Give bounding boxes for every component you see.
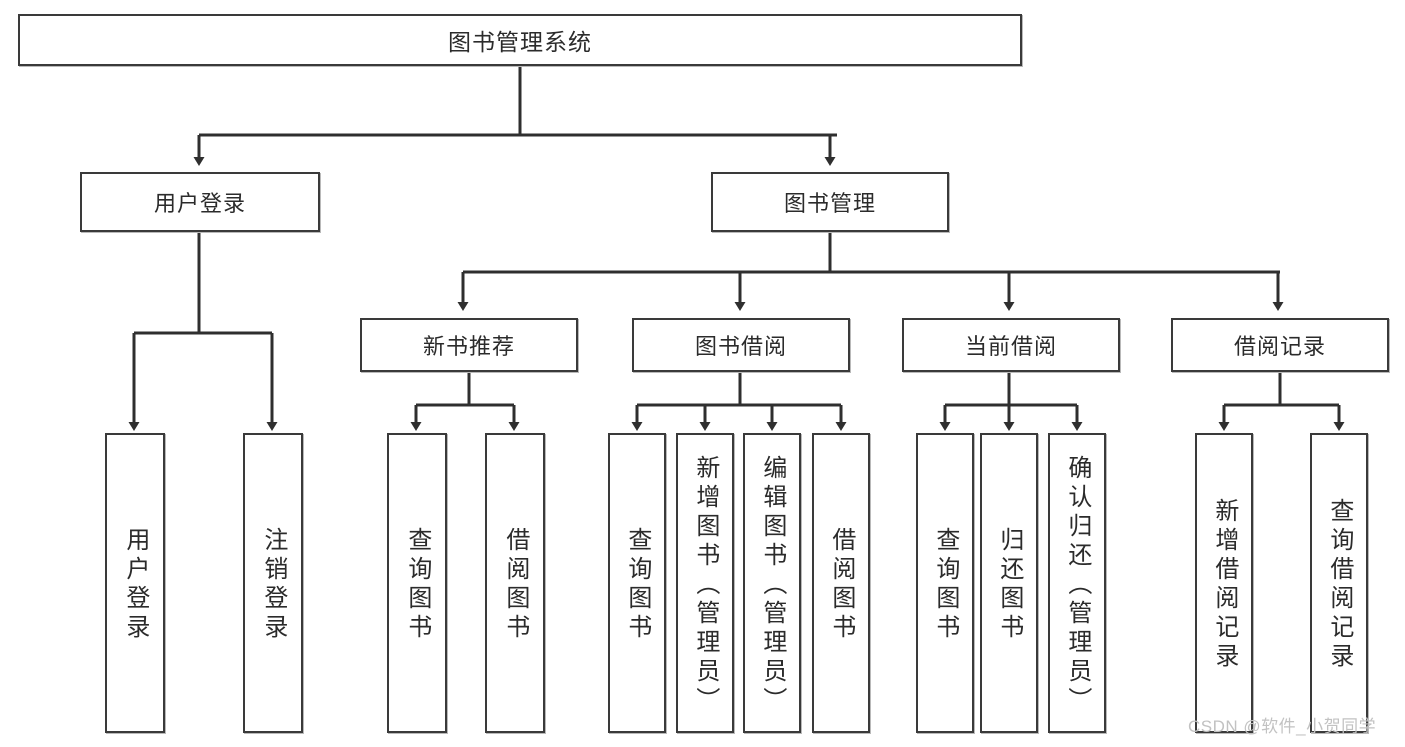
node-book-borrow[interactable]: 图书借阅 [632, 318, 850, 372]
leaf-add-borrow-record[interactable]: 新增借阅记录 [1195, 433, 1253, 733]
leaf-return-book[interactable]: 归还图书 [980, 433, 1038, 733]
node-borrow-records[interactable]: 借阅记录 [1171, 318, 1389, 372]
csdn-watermark: CSDN @软件_小贺同学 [1188, 717, 1377, 736]
leaf-user-login[interactable]: 用户登录 [105, 433, 165, 733]
node-current-borrow[interactable]: 当前借阅 [902, 318, 1120, 372]
node-new-book-recommend[interactable]: 新书推荐 [360, 318, 578, 372]
leaf-edit-book-admin[interactable]: 编辑图书（管理员） [743, 433, 801, 733]
leaf-borrow-book[interactable]: 借阅图书 [812, 433, 870, 733]
leaf-confirm-return-admin[interactable]: 确认归还（管理员） [1048, 433, 1106, 733]
node-book-management[interactable]: 图书管理 [711, 172, 949, 232]
leaf-logout[interactable]: 注销登录 [243, 433, 303, 733]
node-user-login[interactable]: 用户登录 [80, 172, 320, 232]
leaf-borrow-book-newbook[interactable]: 借阅图书 [485, 433, 545, 733]
leaf-add-book-admin[interactable]: 新增图书（管理员） [676, 433, 734, 733]
leaf-query-book-current[interactable]: 查询图书 [916, 433, 974, 733]
node-root[interactable]: 图书管理系统 [18, 14, 1022, 66]
leaf-query-borrow-record[interactable]: 查询借阅记录 [1310, 433, 1368, 733]
leaf-query-book-newbook[interactable]: 查询图书 [387, 433, 447, 733]
leaf-query-book-borrow[interactable]: 查询图书 [608, 433, 666, 733]
